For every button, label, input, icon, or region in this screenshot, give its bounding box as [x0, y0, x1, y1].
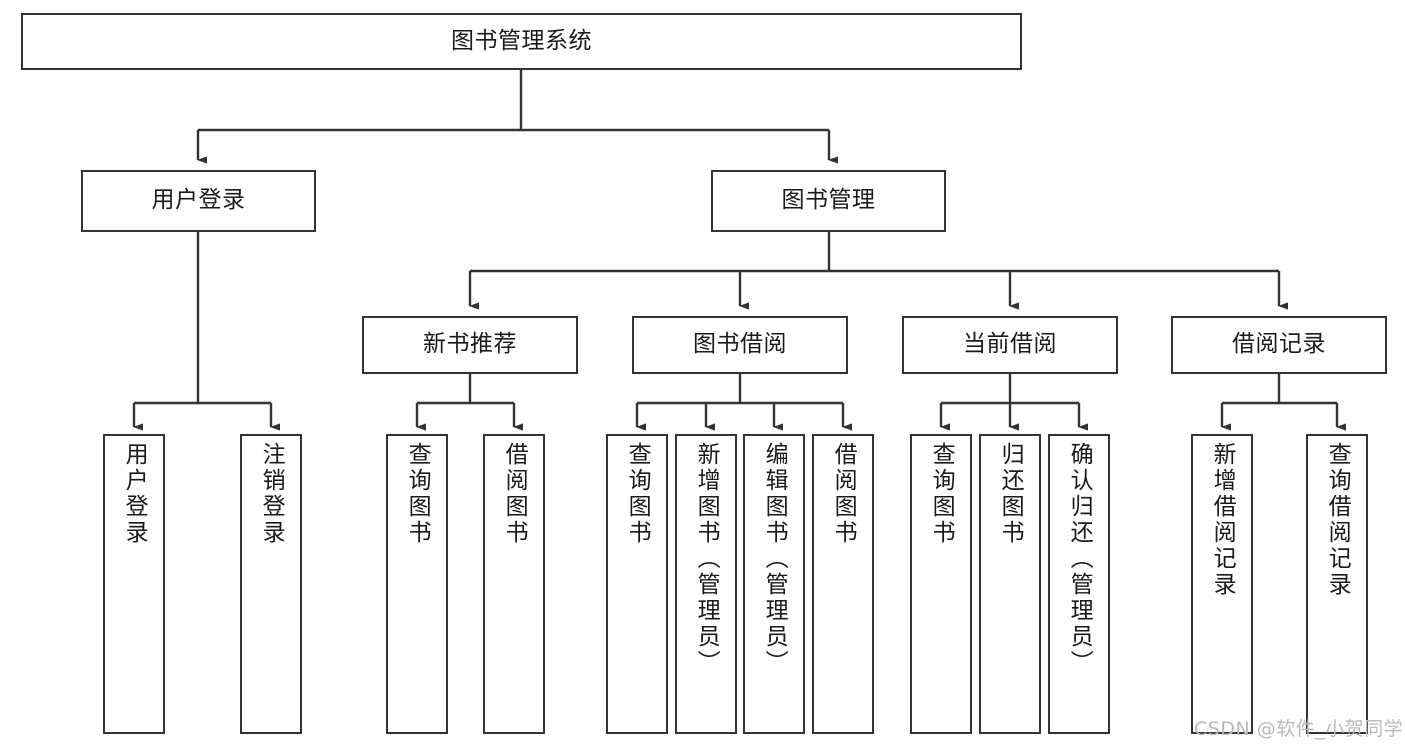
leaf-user-login-login-label: 用户登录 [121, 442, 148, 546]
node-new-book-recommend[interactable]: 新书推荐 [362, 316, 578, 374]
node-borrow-record-label: 借阅记录 [1232, 331, 1326, 358]
leaf-record-add[interactable]: 新增借阅记录 [1191, 434, 1253, 734]
node-book-management-label: 图书管理 [781, 187, 876, 214]
csdn-watermark: CSDN @软件_小贺同学 [1194, 718, 1404, 740]
leaf-borrow-borrow-book[interactable]: 借阅图书 [812, 434, 874, 734]
leaf-record-query-label: 查询借阅记录 [1324, 442, 1351, 598]
leaf-new-book-query[interactable]: 查询图书 [386, 434, 448, 734]
node-new-book-recommend-label: 新书推荐 [423, 331, 517, 358]
leaf-current-return-book-label: 归还图书 [997, 442, 1024, 546]
leaf-current-confirm-return-label: 确认归还（管理员） [1066, 442, 1093, 676]
node-current-borrow-label: 当前借阅 [963, 331, 1057, 358]
node-root-label: 图书管理系统 [451, 27, 592, 54]
node-book-management[interactable]: 图书管理 [711, 170, 946, 232]
node-root[interactable]: 图书管理系统 [21, 13, 1022, 70]
leaf-user-login-logout[interactable]: 注销登录 [240, 434, 302, 734]
leaf-current-query-book[interactable]: 查询图书 [910, 434, 972, 734]
leaf-borrow-edit-book-label: 编辑图书（管理员） [761, 442, 788, 676]
node-user-login-label: 用户登录 [151, 187, 246, 214]
node-current-borrow[interactable]: 当前借阅 [902, 316, 1118, 374]
leaf-current-confirm-return[interactable]: 确认归还（管理员） [1048, 434, 1110, 734]
leaf-user-login-login[interactable]: 用户登录 [103, 434, 165, 734]
leaf-record-query[interactable]: 查询借阅记录 [1306, 434, 1368, 734]
leaf-new-book-borrow[interactable]: 借阅图书 [483, 434, 545, 734]
leaf-borrow-edit-book[interactable]: 编辑图书（管理员） [743, 434, 805, 734]
leaf-current-query-book-label: 查询图书 [928, 442, 955, 546]
leaf-current-return-book[interactable]: 归还图书 [979, 434, 1041, 734]
node-book-borrow-label: 图书借阅 [693, 331, 787, 358]
leaf-borrow-add-book[interactable]: 新增图书（管理员） [675, 434, 737, 734]
leaf-record-add-label: 新增借阅记录 [1209, 442, 1236, 598]
leaf-user-login-logout-label: 注销登录 [258, 442, 285, 546]
node-user-login[interactable]: 用户登录 [81, 170, 316, 232]
leaf-borrow-query-book-label: 查询图书 [624, 442, 651, 546]
node-borrow-record[interactable]: 借阅记录 [1171, 316, 1387, 374]
leaf-borrow-borrow-book-label: 借阅图书 [830, 442, 857, 546]
node-book-borrow[interactable]: 图书借阅 [632, 316, 848, 374]
leaf-new-book-borrow-label: 借阅图书 [501, 442, 528, 546]
leaf-borrow-query-book[interactable]: 查询图书 [606, 434, 668, 734]
leaf-borrow-add-book-label: 新增图书（管理员） [693, 442, 720, 676]
leaf-new-book-query-label: 查询图书 [404, 442, 431, 546]
